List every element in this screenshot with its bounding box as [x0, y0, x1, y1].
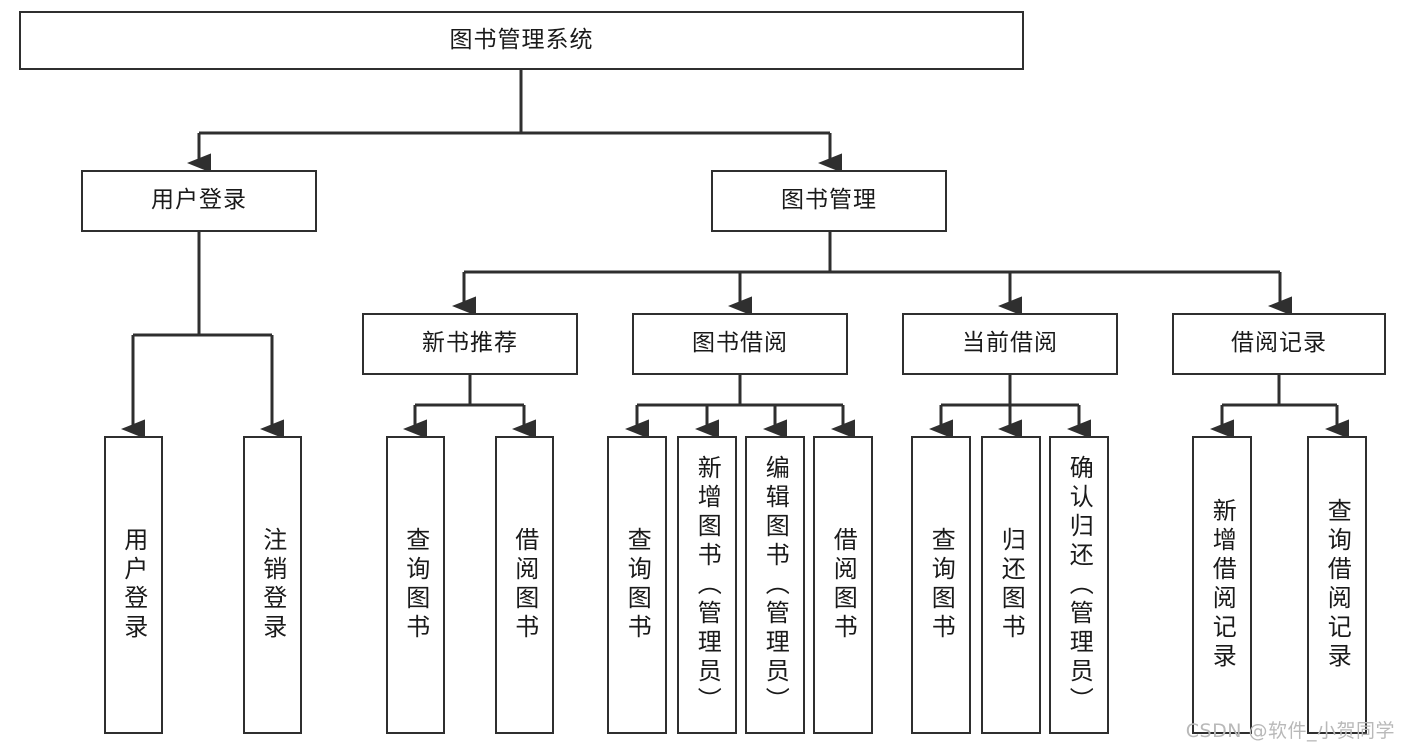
leaf-borrow-book-label: 借阅图书 — [829, 527, 858, 643]
leaf-query-borrow-record-label: 查询借阅记录 — [1323, 498, 1352, 672]
node-new-book-recommend[interactable]: 新书推荐 — [362, 313, 578, 375]
leaf-user-login[interactable]: 用户登录 — [104, 436, 163, 734]
leaf-query-book-borrow[interactable]: 查询图书 — [607, 436, 667, 734]
node-root[interactable]: 图书管理系统 — [19, 11, 1024, 70]
leaf-logout[interactable]: 注销登录 — [243, 436, 302, 734]
leaf-borrow-book-rec-label: 借阅图书 — [510, 527, 539, 643]
node-current-borrow-label: 当前借阅 — [962, 330, 1058, 357]
node-book-manage-label: 图书管理 — [781, 187, 877, 214]
node-user-login[interactable]: 用户登录 — [81, 170, 317, 232]
leaf-add-borrow-record-label: 新增借阅记录 — [1208, 498, 1237, 672]
leaf-borrow-book[interactable]: 借阅图书 — [813, 436, 873, 734]
leaf-edit-book-admin-label: 编辑图书（管理员） — [761, 454, 790, 716]
leaf-return-book-label: 归还图书 — [997, 527, 1026, 643]
node-book-manage[interactable]: 图书管理 — [711, 170, 947, 232]
leaf-return-book[interactable]: 归还图书 — [981, 436, 1041, 734]
node-root-label: 图书管理系统 — [449, 26, 594, 53]
leaf-add-book-admin-label: 新增图书（管理员） — [693, 454, 722, 716]
node-borrow-record[interactable]: 借阅记录 — [1172, 313, 1386, 375]
node-current-borrow[interactable]: 当前借阅 — [902, 313, 1118, 375]
leaf-confirm-return-admin-label: 确认归还（管理员） — [1065, 454, 1094, 716]
leaf-borrow-book-rec[interactable]: 借阅图书 — [495, 436, 554, 734]
leaf-user-login-label: 用户登录 — [119, 527, 148, 643]
leaf-confirm-return-admin[interactable]: 确认归还（管理员） — [1049, 436, 1109, 734]
leaf-query-book-rec-label: 查询图书 — [401, 527, 430, 643]
csdn-watermark: CSDN @软件_小贺同学 — [1185, 720, 1395, 742]
node-user-login-label: 用户登录 — [151, 187, 247, 214]
node-new-book-recommend-label: 新书推荐 — [422, 330, 518, 357]
node-book-borrow-label: 图书借阅 — [692, 330, 788, 357]
leaf-query-book-current-label: 查询图书 — [927, 527, 956, 643]
leaf-query-borrow-record[interactable]: 查询借阅记录 — [1307, 436, 1367, 734]
node-book-borrow[interactable]: 图书借阅 — [632, 313, 848, 375]
leaf-query-book-rec[interactable]: 查询图书 — [386, 436, 445, 734]
leaf-add-book-admin[interactable]: 新增图书（管理员） — [677, 436, 737, 734]
leaf-logout-label: 注销登录 — [258, 527, 287, 643]
node-borrow-record-label: 借阅记录 — [1231, 330, 1327, 357]
leaf-query-book-borrow-label: 查询图书 — [623, 527, 652, 643]
leaf-query-book-current[interactable]: 查询图书 — [911, 436, 971, 734]
leaf-edit-book-admin[interactable]: 编辑图书（管理员） — [745, 436, 805, 734]
leaf-add-borrow-record[interactable]: 新增借阅记录 — [1192, 436, 1252, 734]
